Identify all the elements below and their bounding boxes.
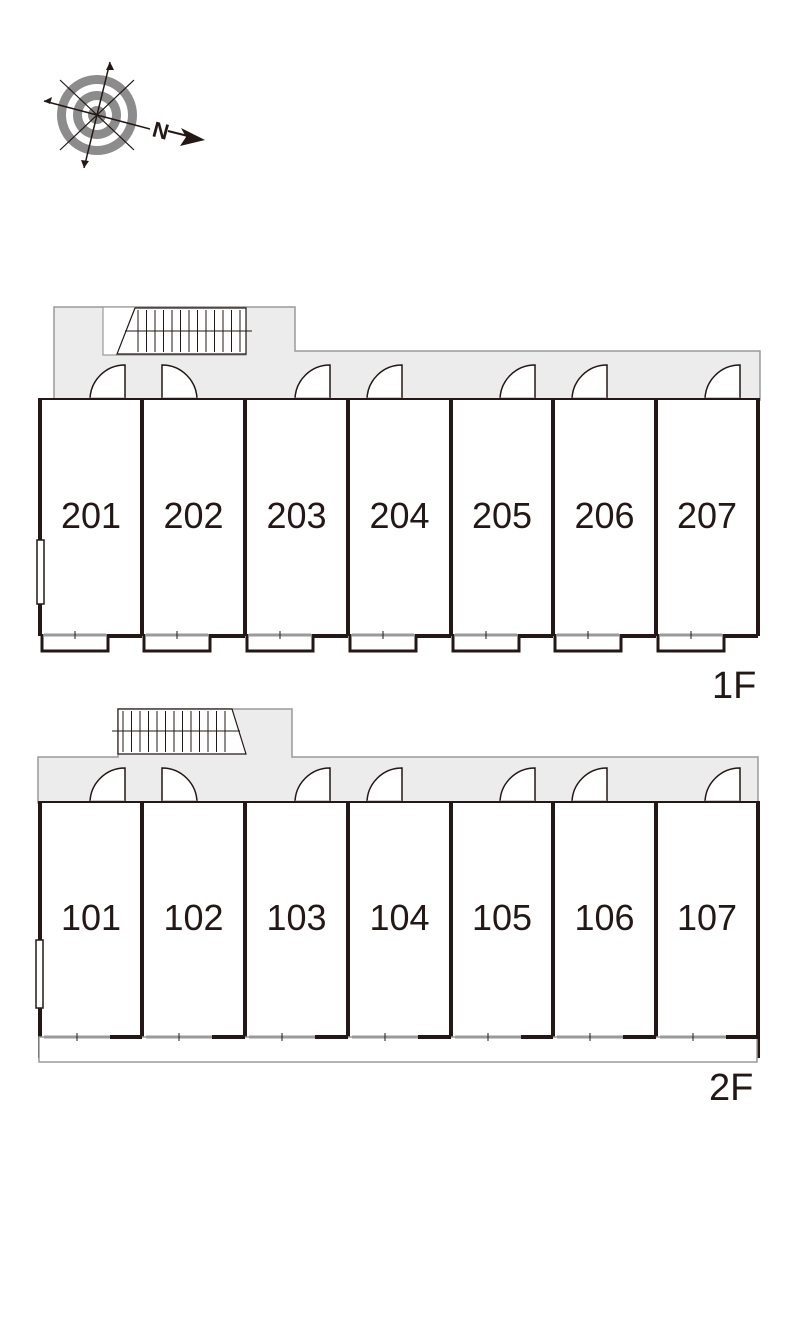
unit-number: 101 [61,897,121,938]
north-arrow-icon [167,128,205,146]
unit-number: 102 [163,897,223,938]
upper-block: 201 202 203 204 205 206 207 [36,306,761,653]
upper-unit-203: 203 [245,400,348,636]
unit-number: 205 [472,495,532,536]
upper-balcony-2 [142,631,245,653]
lower-unit-101: 101 [40,803,142,1058]
unit-number: 203 [266,495,326,536]
lower-side-window [35,939,44,1009]
compass-rose-icon [43,61,151,169]
lower-block: 101 102 103 104 105 106 107 [35,708,760,1063]
upper-unit-207: 207 [656,400,758,636]
lower-unit-106: 106 [553,803,656,1058]
upper-side-window [36,539,45,605]
lower-unit-103: 103 [245,803,348,1058]
lower-balcony [38,1036,758,1063]
lower-unit-105: 105 [451,803,553,1058]
lower-window-3 [249,1033,348,1041]
upper-units: 201 202 203 204 205 206 207 [38,398,760,636]
lower-window-6 [557,1033,656,1041]
unit-number: 104 [369,897,429,938]
upper-unit-202: 202 [142,400,245,636]
unit-number: 202 [163,495,223,536]
upper-staircase [102,306,252,356]
unit-number: 207 [677,495,737,536]
lower-window-4 [352,1033,451,1041]
lower-window-7 [660,1033,758,1041]
unit-number: 106 [574,897,634,938]
upper-unit-204: 204 [348,400,451,636]
unit-number: 204 [369,495,429,536]
upper-doors [89,364,741,401]
lower-window-5 [455,1033,553,1041]
lower-bottom-walls [44,1033,758,1041]
lower-window-1 [44,1033,142,1041]
upper-balcony-5 [451,631,553,653]
upper-balcony-3 [245,631,348,653]
lower-unit-107: 107 [656,803,758,1058]
unit-number: 105 [472,897,532,938]
upper-balcony-6 [553,631,656,653]
lower-staircase [112,708,247,755]
upper-balcony-7 [656,631,758,653]
upper-balcony-4 [348,631,451,653]
unit-number: 201 [61,495,121,536]
lower-window-2 [146,1033,245,1041]
upper-balcony-1 [40,631,142,653]
north-label: N [150,117,172,145]
lower-units: 101 102 103 104 105 106 107 [38,801,760,1058]
upper-unit-201: 201 [40,400,142,636]
unit-number: 103 [266,897,326,938]
upper-floor-label: 1F [712,665,756,707]
upper-unit-206: 206 [553,400,656,636]
lower-unit-102: 102 [142,803,245,1058]
unit-number: 107 [677,897,737,938]
upper-balconies [40,631,758,653]
unit-number: 206 [574,495,634,536]
upper-unit-205: 205 [451,400,553,636]
lower-floor-label: 2F [709,1067,753,1109]
lower-unit-104: 104 [348,803,451,1058]
